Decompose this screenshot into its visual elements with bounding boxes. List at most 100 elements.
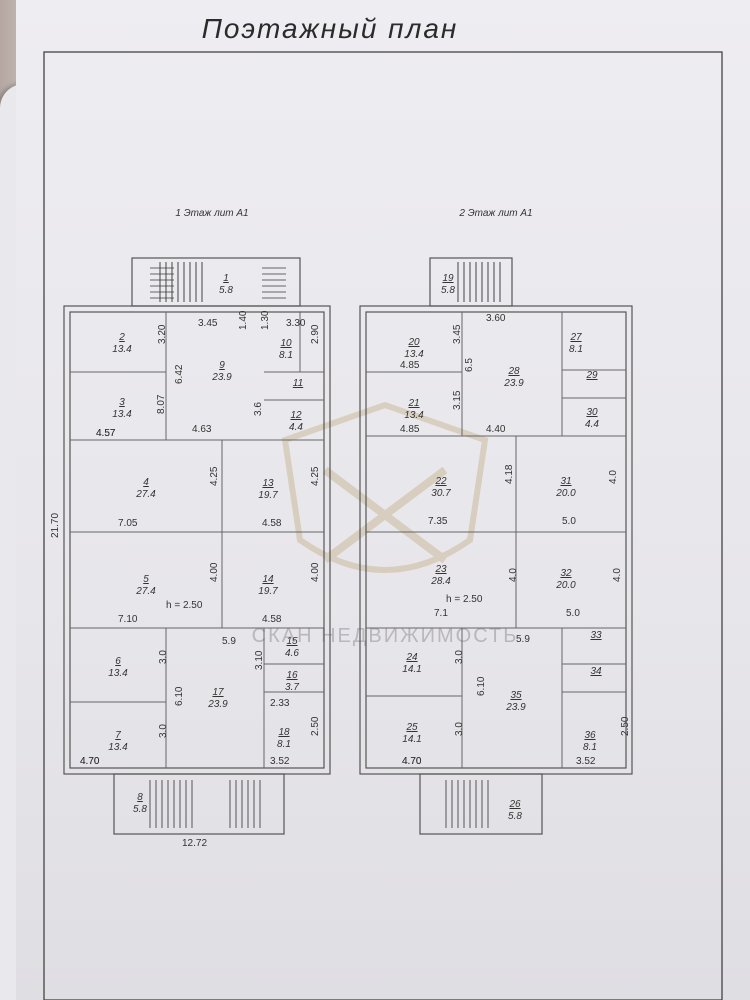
dimension-label: 4.58	[262, 614, 282, 625]
watermark-text: СКАН НЕДВИЖИМОСТЬ	[252, 625, 519, 647]
room-area: 19.7	[258, 586, 278, 597]
dimension-label: 3.52	[270, 756, 290, 767]
room-label: 613.4	[108, 656, 128, 679]
page-frame	[43, 51, 723, 1000]
dimension-label: 3.0	[454, 722, 465, 736]
room-label: 108.1	[279, 338, 293, 361]
dimension-label: 2.33	[270, 698, 290, 709]
floor-2-label: 2 Этаж лит А1	[458, 208, 532, 219]
dimension-label: 2.50	[620, 716, 631, 736]
room-area: 14.1	[402, 734, 421, 745]
dimension-label: 3.0	[158, 650, 169, 664]
room-number: 29	[585, 370, 598, 381]
dimension-label: 6.10	[174, 686, 185, 706]
dimension-label: 4.70	[402, 756, 422, 767]
dimension-label: 1.30	[260, 310, 271, 330]
room-area: 4.4	[289, 422, 303, 433]
dimension-label: 4.00	[310, 562, 321, 582]
dimension-label: 5.0	[562, 516, 576, 527]
room-area: 13.4	[108, 742, 128, 753]
room-area: 4.4	[585, 419, 599, 430]
dimension-label: 1.40	[238, 310, 249, 330]
dimension-label: 4.40	[486, 424, 506, 435]
dimension-label: 5.9	[516, 634, 530, 645]
dimension-label: 6.10	[476, 676, 487, 696]
room-area: 5.8	[441, 285, 455, 296]
dimension-label: 5.0	[566, 608, 580, 619]
room-area: 27.4	[135, 489, 156, 500]
room-number: 20	[407, 337, 420, 348]
room-label: 527.4	[135, 574, 156, 597]
room-area: 5.8	[133, 804, 147, 815]
room-number: 36	[584, 730, 596, 741]
dimension-label: 4.18	[504, 464, 515, 484]
room-number: 11	[293, 378, 303, 389]
dimension-label: 8.07	[156, 394, 167, 414]
room-area: 5.8	[219, 285, 233, 296]
dimension-label: 6.5	[464, 358, 475, 372]
dimension-label: 3.20	[157, 324, 168, 344]
room-label: 34	[590, 666, 602, 677]
dimension-label: 4.70	[80, 756, 100, 767]
dimension-label: h = 2.50	[166, 600, 203, 611]
room-area: 4.6	[285, 648, 299, 659]
room-area: 8.1	[279, 350, 293, 361]
dimension-label: 4.85	[400, 360, 420, 371]
dimension-label: 4.57	[96, 428, 116, 439]
room-label: 923.9	[211, 360, 232, 383]
room-number: 27	[569, 332, 582, 343]
room-number: 31	[560, 476, 571, 487]
dimension-label: 2.50	[310, 716, 321, 736]
dimension-label: 3.0	[454, 650, 465, 664]
room-area: 13.4	[112, 409, 132, 420]
room-label: 278.1	[569, 332, 583, 355]
dimension-label: 4.0	[608, 470, 619, 484]
dimension-label: 4.57	[96, 428, 116, 439]
room-label: 195.8	[441, 273, 455, 296]
room-label: 154.6	[285, 636, 299, 659]
dimension-label: 12.72	[182, 838, 207, 849]
room-number: 6	[115, 656, 121, 667]
room-label: 124.4	[289, 410, 303, 433]
room-area: 14.1	[402, 664, 421, 675]
page-title: Поэтажный план	[202, 13, 459, 44]
room-label: 213.4	[112, 332, 132, 355]
room-number: 23	[434, 564, 447, 575]
dimension-label: 3.15	[452, 390, 463, 410]
dimension-label: 3.6	[253, 402, 264, 416]
room-area: 27.4	[135, 586, 156, 597]
room-area: 23.9	[211, 372, 232, 383]
room-number: 10	[280, 338, 292, 349]
room-area: 13.4	[112, 344, 132, 355]
dimension-label: 7.05	[118, 518, 138, 529]
room-area: 23.9	[503, 378, 524, 389]
dimension-label: 5.9	[222, 636, 236, 647]
room-area: 8.1	[569, 344, 583, 355]
dimension-label: 4.0	[508, 568, 519, 582]
room-number: 21	[407, 398, 419, 409]
room-number: 8	[137, 792, 143, 803]
dimension-label: 3.10	[254, 650, 265, 670]
room-label: 713.4	[108, 730, 128, 753]
room-area: 8.1	[583, 742, 597, 753]
dimension-label: 4.0	[612, 568, 623, 582]
room-area: 13.4	[404, 410, 424, 421]
room-number: 18	[278, 727, 290, 738]
room-area: 28.4	[430, 576, 451, 587]
room-number: 3	[119, 397, 125, 408]
room-number: 32	[560, 568, 572, 579]
room-label: 15.8	[219, 273, 233, 296]
room-label: 85.8	[133, 792, 147, 815]
dimension-label: 21.70	[50, 513, 61, 538]
room-number: 12	[290, 410, 302, 421]
